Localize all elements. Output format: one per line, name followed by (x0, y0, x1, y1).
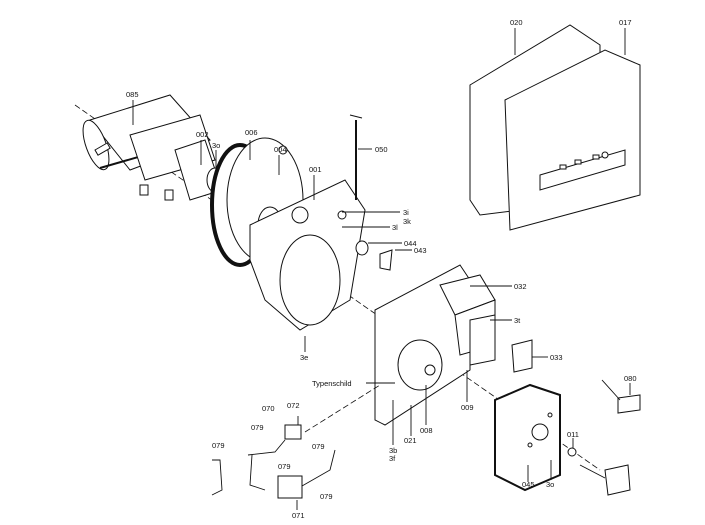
label-079-b: 079 (212, 441, 225, 450)
label-072: 072 (287, 401, 300, 410)
plug-033 (511, 339, 533, 373)
bracket-043 (379, 249, 393, 271)
label-3e: 3e (300, 353, 308, 362)
pump-071 (277, 475, 303, 499)
label-001: 001 (309, 165, 322, 174)
label-021: 021 (404, 436, 417, 445)
label-043: 043 (414, 246, 427, 255)
label-085: 085 (126, 90, 139, 99)
label-3k: 3k (403, 217, 411, 226)
label-002: 002 (196, 130, 209, 139)
connector-cable (579, 464, 606, 479)
oil-line-079-a (247, 439, 286, 456)
label-004: 004 (274, 145, 287, 154)
valve-072 (284, 424, 302, 440)
label-033: 033 (550, 353, 563, 362)
label-3t: 3t (514, 316, 521, 325)
label-032: 032 (514, 282, 527, 291)
label-3i: 3i (403, 208, 409, 217)
label-080: 080 (624, 374, 637, 383)
label-3l: 3l (392, 223, 398, 232)
relay-3t (469, 314, 496, 366)
label-079-a: 079 (251, 423, 264, 432)
motor-008 (397, 339, 443, 391)
label-079-e: 079 (320, 492, 333, 501)
label-009: 009 (461, 403, 474, 412)
label-079-c: 079 (312, 442, 325, 451)
label-017: 017 (619, 18, 632, 27)
cover-017 (504, 49, 641, 231)
oil-line-079-b (249, 454, 266, 491)
label-3o-bottom: 3o (546, 480, 554, 489)
label-071: 071 (292, 511, 305, 520)
connector-block (604, 464, 631, 496)
burner-housing-001 (249, 179, 366, 331)
connector-080 (601, 379, 641, 414)
label-050: 050 (375, 145, 388, 154)
grommet-011 (567, 447, 577, 457)
label-044: 044 (404, 239, 417, 248)
typenschild-leader (304, 384, 381, 433)
label-3b: 3b (389, 446, 397, 455)
label-3o-top: 3o (212, 141, 220, 150)
label-045: 045 (522, 480, 535, 489)
label-3f: 3f (389, 454, 396, 463)
label-070: 070 (262, 404, 275, 413)
label-008: 008 (420, 426, 433, 435)
ignition-transformer-032 (439, 274, 496, 356)
label-079-d: 079 (278, 462, 291, 471)
washer-044 (355, 240, 369, 256)
control-box-045 (494, 383, 561, 492)
leader-lines (132, 28, 631, 510)
oil-line-079-c (301, 449, 336, 487)
rod-050-tip (349, 114, 363, 119)
label-006: 006 (245, 128, 258, 137)
label-typenschild: Typenschild (312, 379, 352, 388)
oil-line-079-d (211, 459, 223, 496)
label-011: 011 (567, 430, 579, 439)
label-020: 020 (510, 18, 523, 27)
